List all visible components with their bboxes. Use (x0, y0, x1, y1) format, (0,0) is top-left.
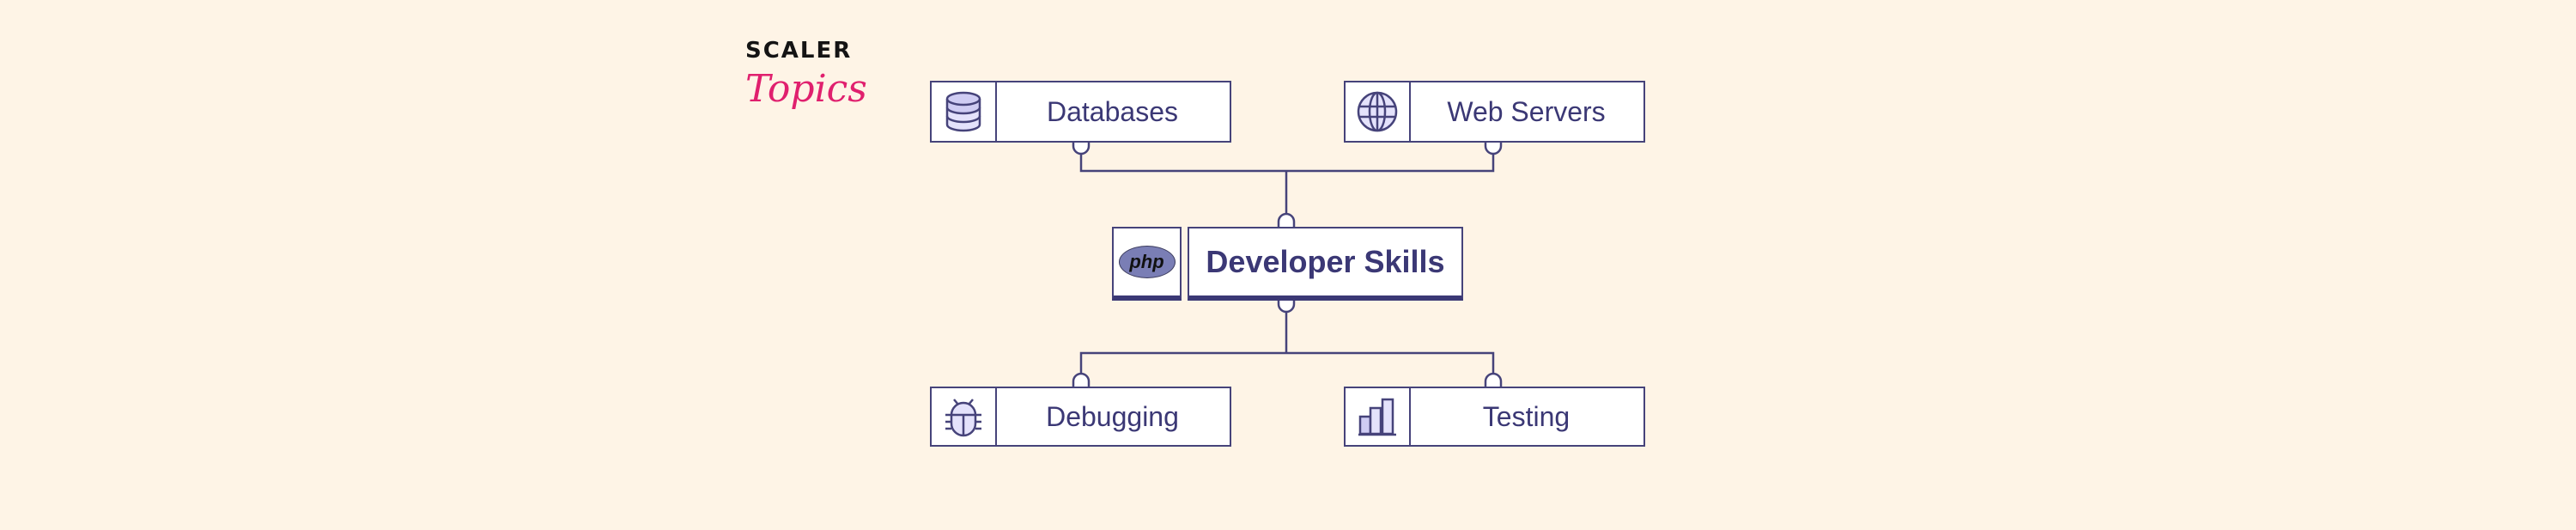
connector-center-top (1277, 212, 1296, 228)
top-branch-line (1079, 153, 1495, 173)
node-label: Databases (1047, 95, 1178, 127)
connector-web-servers (1484, 142, 1503, 155)
node-web-servers: Web Servers (1344, 81, 1645, 143)
php-logo-text: php (1118, 246, 1176, 278)
node-developer-skills: Developer Skills (1188, 227, 1463, 301)
logo-scaler-text: SCALER (745, 38, 853, 64)
bug-icon (932, 388, 997, 445)
node-label: Debugging (1046, 400, 1179, 432)
node-databases: Databases (930, 81, 1231, 143)
logo-topics-text: Topics (745, 67, 867, 111)
php-icon-box: php (1112, 227, 1182, 301)
globe-icon (1346, 82, 1411, 141)
php-logo-icon: php (1114, 228, 1180, 295)
bar-chart-icon (1346, 388, 1411, 445)
node-testing: Testing (1344, 387, 1645, 447)
connector-testing (1484, 372, 1503, 387)
connector-debugging (1072, 372, 1091, 387)
node-label: Testing (1482, 400, 1571, 432)
connector-databases (1072, 142, 1091, 155)
node-label: Web Servers (1447, 95, 1606, 127)
node-label: Developer Skills (1206, 244, 1445, 279)
database-icon (932, 82, 997, 141)
bottom-branch-line (1079, 351, 1495, 373)
connector-center-bottom (1277, 299, 1296, 314)
node-debugging: Debugging (930, 387, 1231, 447)
scaler-topics-logo: SCALER Topics (745, 38, 867, 112)
